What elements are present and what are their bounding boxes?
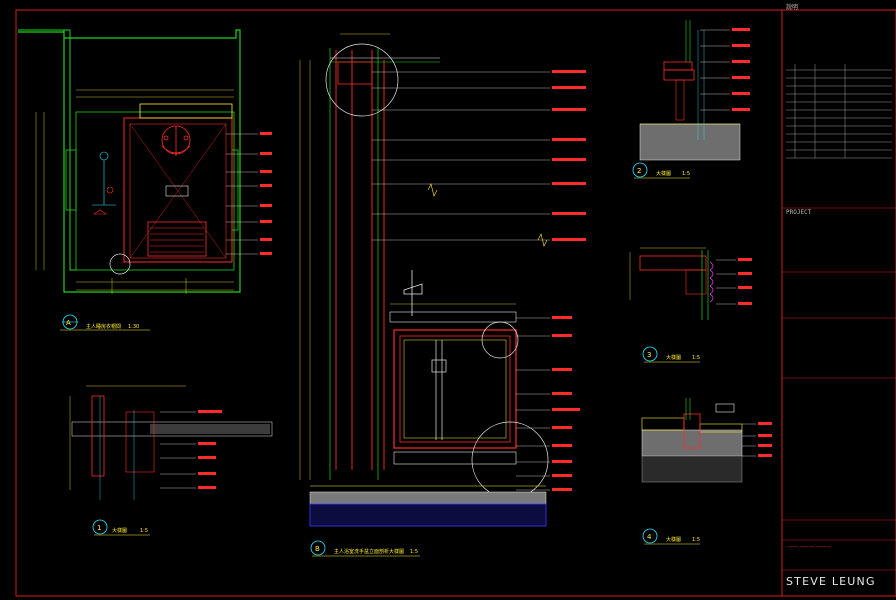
project-label: PROJECT <box>786 209 812 216</box>
detail-3-view: 3 大樣圖 1:5 <box>629 247 752 363</box>
break-line-icon <box>427 183 438 197</box>
elevation-caption: 主人浴室洗手盆立面剖析大樣圖 <box>334 548 404 555</box>
detail-3-scale: 1:5 <box>692 355 700 361</box>
elevation-view: B 主人浴室洗手盆立面剖析大樣圖 1:5 <box>299 33 586 557</box>
detail-3-caption: 大樣圖 <box>666 354 681 361</box>
plan-caption: 主人睡房衣帽間 <box>86 323 121 330</box>
detail-2-view: 2 大樣圖 1:5 <box>632 20 750 179</box>
detail-callout-icon <box>325 43 399 117</box>
detail-4-view: 4 大樣圖 1:5 <box>641 398 772 545</box>
revision-table <box>786 64 892 159</box>
brand-logo: STEVE LEUNG <box>786 575 876 588</box>
detail-1-scale: 1:5 <box>140 528 148 534</box>
elevation-scale: 1:5 <box>410 549 418 555</box>
detail-4-tag: 4 <box>647 533 652 541</box>
detail-4-caption: 大樣圖 <box>666 536 681 543</box>
detail-2-tag: 2 <box>637 167 641 175</box>
chandelier-icon <box>161 125 191 156</box>
detail-callout-icon <box>109 253 131 275</box>
plan-scale: 1:30 <box>128 324 139 330</box>
sheet-border <box>15 9 896 597</box>
detail-3-tag: 3 <box>647 351 651 359</box>
detail-1-caption: 大樣圖 <box>112 527 127 534</box>
sheet-note: —— ——— ——— <box>788 544 831 550</box>
detail-1-view: 1 大樣圖 1:5 <box>69 385 273 536</box>
detail-4-scale: 1:5 <box>692 537 700 543</box>
elevation-tag: B <box>315 545 320 553</box>
detail-2-scale: 1:5 <box>682 171 690 177</box>
plan-tag: A <box>66 319 71 327</box>
plan-view: A 主人睡房衣帽間 1:30 <box>18 29 272 331</box>
detail-2-caption: 大樣圖 <box>656 170 671 177</box>
header-note: 說明 <box>786 4 799 11</box>
detail-1-tag: 1 <box>97 524 101 532</box>
section-marker-icon <box>60 314 150 331</box>
